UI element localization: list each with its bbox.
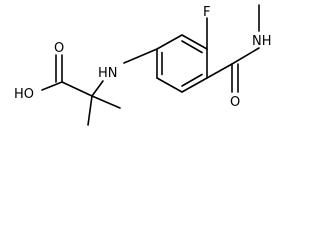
ring-bond	[156, 77, 183, 93]
ring-nh-bond	[123, 48, 158, 64]
ring-double-bond	[181, 73, 203, 87]
amine-hn-label: HN	[98, 66, 118, 81]
ring-bond	[181, 34, 208, 50]
ring-double-bond	[181, 40, 203, 54]
atom-labels: F NH O HN O HO	[14, 5, 272, 110]
carboxyl-bond	[61, 81, 93, 97]
ring-bond	[156, 34, 183, 50]
chemical-structure: F NH O HN O HO	[14, 4, 272, 126]
ring-carbonyl-bond	[206, 63, 233, 79]
amide-cn-bond	[231, 47, 260, 65]
methyl-bond	[87, 95, 93, 126]
bonds	[41, 4, 260, 126]
acid-hydroxyl-bond	[41, 81, 63, 91]
hydroxyl-label: HO	[14, 87, 34, 102]
carbonyl-oxygen-amide-label: O	[230, 95, 240, 110]
fluorine-label: F	[203, 5, 210, 20]
methyl-bond	[91, 95, 121, 109]
ring-bond	[181, 77, 208, 93]
nh-quaternary-bond	[91, 80, 104, 97]
carbonyl-oxygen-acid-label: O	[54, 41, 64, 56]
amide-nh-label: NH	[252, 34, 272, 49]
